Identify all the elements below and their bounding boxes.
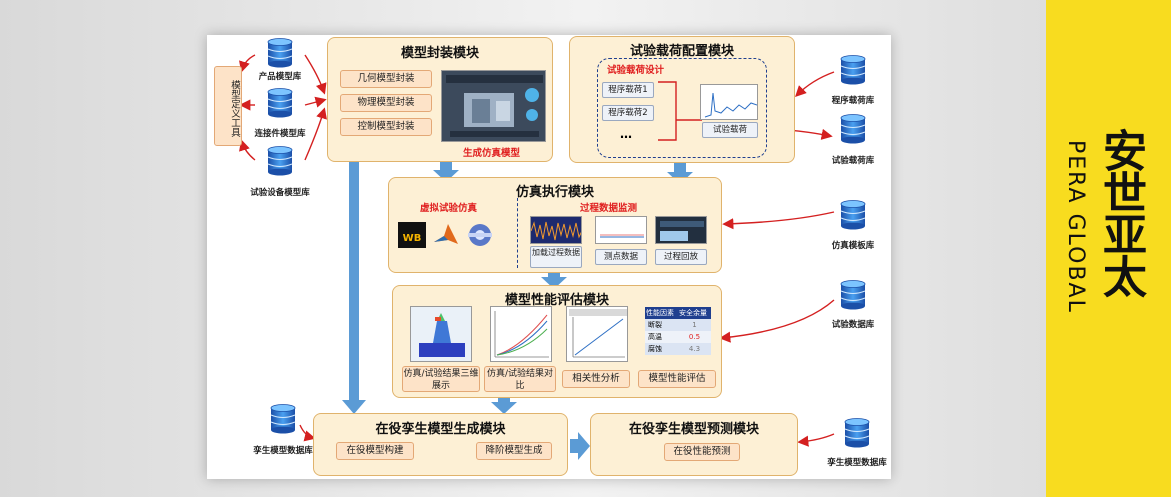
safety-table-header-cell: 安全余量 [679,309,707,317]
execution-divider [517,198,518,268]
encap-item-physics[interactable]: 物理模型封装 [340,94,432,112]
database-icon [840,200,866,230]
database-icon [840,55,866,85]
matlab-icon[interactable] [432,222,460,248]
load-design-label: 试验载荷设计 [607,65,665,76]
database-icon [840,114,866,144]
db-label-test-equipment: 试验设备模型库 [250,188,310,198]
encap-caption: 生成仿真模型 [463,148,521,159]
safety-table-header: 性能因素 安全余量 [645,307,711,319]
virtual-test-label: 虚拟试验仿真 [420,203,478,214]
measure-point-thumbnail [595,216,647,244]
3d-result-thumbnail [410,306,472,362]
blue-flow-arrows [342,160,693,460]
comparison-chart-thumbnail [490,306,552,362]
monitor-item-measure-point[interactable]: 测点数据 [595,249,647,265]
database-icon [844,418,870,448]
load-result[interactable]: 试验载荷 [702,122,758,138]
database-icon [840,280,866,310]
db-label-connector: 连接件模型库 [254,129,306,139]
table-cell: 高温 [648,333,662,341]
db-label-program-load: 程序载荷库 [831,96,875,106]
brand-panel [1046,0,1171,497]
load-item-1[interactable]: 程序载荷1 [602,82,654,98]
db-label-product: 产品模型库 [258,72,302,82]
solver-icon[interactable] [466,222,494,248]
eval-item-performance[interactable]: 模型性能评估 [638,370,716,388]
twin-prediction-title: 在役孪生模型预测模块 [628,422,759,437]
execution-title: 仿真执行模块 [515,185,594,200]
table-cell: 断裂 [648,321,662,329]
eval-item-3d-display[interactable]: 仿真/试验结果三维展示 [402,366,480,392]
load-config-title: 试验载荷配置模块 [629,44,734,59]
database-icon [267,38,293,68]
table-row: 断裂 1 [645,319,711,331]
db-label-twin-right: 孪生模型数据库 [827,458,887,468]
twin-item-build[interactable]: 在役模型构建 [336,442,414,460]
monitor-item-playback[interactable]: 过程回放 [655,249,707,265]
playback-thumbnail [655,216,707,244]
db-label-test-load: 试验载荷库 [831,156,875,166]
load-bracket [658,81,702,141]
brand-name-en: PERA GLOBAL [1063,140,1088,314]
load-item-2[interactable]: 程序载荷2 [602,105,654,121]
database-icon [270,404,296,434]
safety-margin-table: 性能因素 安全余量 断裂 1 高温 0.5 腐蚀 4.3 [645,307,711,355]
db-label-twin-left: 孪生模型数据库 [253,446,313,456]
encap-item-control[interactable]: 控制模型封装 [340,118,432,136]
table-cell: 腐蚀 [648,345,662,353]
workbench-icon[interactable]: WB [398,222,426,248]
twin-pred-item[interactable]: 在役性能预测 [664,443,740,461]
monitor-item-load-process[interactable]: 加载过程数据 [530,246,582,268]
safety-table-header-cell: 性能因素 [646,309,674,317]
brand-name-cn: 安世亚太 [1095,128,1146,296]
evaluation-title: 模型性能评估模块 [504,293,609,308]
load-item-more: … [620,127,632,141]
db-label-sim-template: 仿真模板库 [831,241,875,251]
db-label-test-data: 试验数据库 [831,320,875,330]
left-red-connectors [239,54,327,161]
table-row: 腐蚀 4.3 [645,343,711,355]
load-design-frame [597,58,767,158]
encapsulation-title: 模型封装模块 [400,46,479,61]
sim-model-thumbnail [441,70,546,142]
database-icon [267,88,293,118]
load-spectrum-thumbnail [700,84,758,120]
definition-tool[interactable]: 模型定义工具 [214,66,242,146]
twin-generation-title: 在役孪生模型生成模块 [375,422,506,437]
encap-item-geometry[interactable]: 几何模型封装 [340,70,432,88]
load-process-thumbnail [530,216,582,244]
twin-item-reduced-order[interactable]: 降阶模型生成 [476,442,552,460]
eval-item-comparison[interactable]: 仿真/试验结果对比 [484,366,556,392]
table-cell: 0.5 [688,333,701,341]
eval-item-correlation[interactable]: 相关性分析 [562,370,630,388]
correlation-chart-thumbnail [566,306,628,362]
database-icon [267,146,293,176]
table-row: 高温 0.5 [645,331,711,343]
process-monitor-label: 过程数据监测 [580,203,638,214]
table-cell: 4.3 [688,345,701,353]
table-cell: 1 [692,321,697,329]
